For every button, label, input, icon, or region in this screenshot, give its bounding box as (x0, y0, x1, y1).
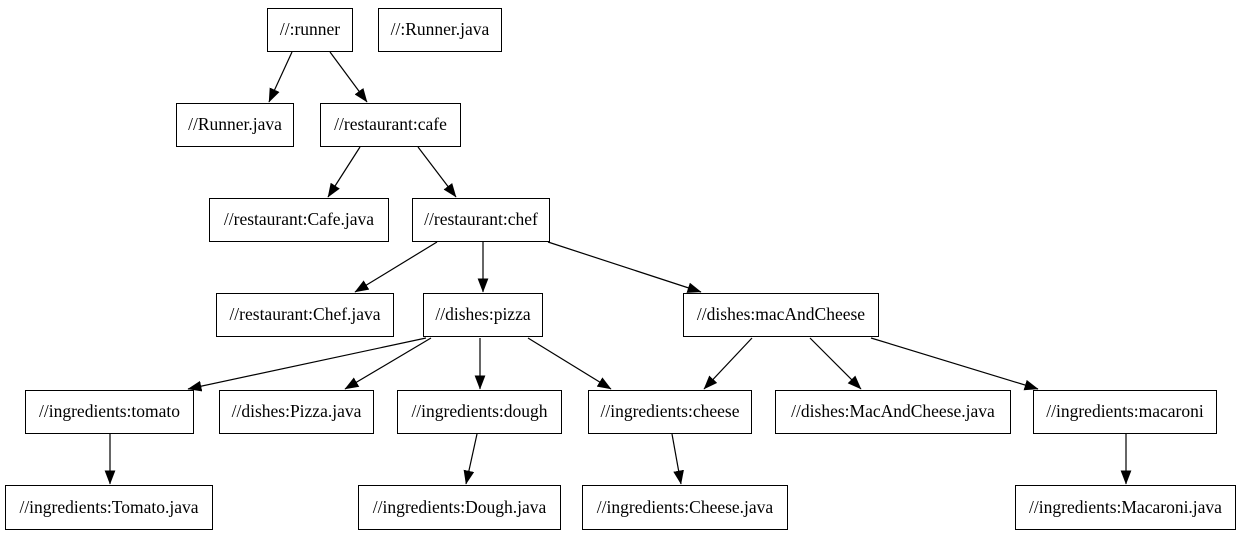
graph-node-label: //Runner.java (188, 114, 282, 135)
graph-node-chef: //restaurant:chef (412, 198, 550, 242)
edge-cafe-to-cafe_java (327, 146, 361, 198)
graph-node-label: //restaurant:chef (424, 209, 538, 230)
graph-node-label: //dishes:MacAndCheese.java (791, 401, 995, 422)
graph-node-cheese_java: //ingredients:Cheese.java (582, 485, 788, 530)
edges-group (104, 51, 1132, 485)
graph-node-label: //restaurant:cafe (334, 114, 447, 135)
graph-node-label: //ingredients:Tomato.java (19, 496, 199, 517)
graph-node-pizza: //dishes:pizza (423, 293, 543, 337)
edge-cheese-to-cheese_java (671, 433, 684, 485)
graph-node-label: //ingredients:dough (411, 401, 548, 422)
graph-node-macaroni_java: //ingredients:Macaroni.java (1015, 485, 1236, 530)
graph-node-label: //restaurant:Cafe.java (223, 209, 375, 230)
graph-node-dough_java: //ingredients:Dough.java (358, 485, 561, 530)
edge-mac-to-mac_java (809, 337, 862, 390)
graph-node-label: //ingredients:Dough.java (372, 496, 547, 517)
edge-pizza-to-pizza_java (344, 337, 432, 390)
edge-runner-to-cafe (329, 51, 368, 103)
graph-node-cheese: //ingredients:cheese (588, 390, 752, 434)
graph-node-label: //ingredients:Cheese.java (596, 496, 774, 517)
graph-node-runner_java: //Runner.java (176, 103, 294, 147)
graph-node-pizza_java: //dishes:Pizza.java (219, 390, 374, 434)
edge-runner-to-runner_java (268, 51, 293, 103)
graph-node-macaroni: //ingredients:macaroni (1033, 390, 1217, 434)
graph-node-cafe: //restaurant:cafe (320, 103, 461, 147)
graph-node-tomato: //ingredients:tomato (25, 390, 194, 434)
graph-node-label: //ingredients:tomato (39, 401, 180, 422)
graph-node-dough: //ingredients:dough (397, 390, 562, 434)
edge-mac-to-macaroni (870, 337, 1039, 391)
graph-node-tomato_java: //ingredients:Tomato.java (5, 485, 213, 530)
edge-mac-to-cheese (703, 337, 753, 390)
edge-pizza-to-cheese (527, 337, 612, 390)
edge-chef-to-mac (547, 241, 702, 293)
graph-node-label: //restaurant:Chef.java (229, 304, 381, 325)
edge-cafe-to-chef (417, 146, 457, 198)
graph-node-chef_java: //restaurant:Chef.java (216, 293, 394, 337)
graph-node-label: //dishes:Pizza.java (231, 401, 362, 422)
graph-node-label: //dishes:pizza (435, 304, 531, 325)
graph-node-label: //ingredients:cheese (600, 401, 740, 422)
graph-node-label: //dishes:macAndCheese (696, 304, 866, 325)
edge-chef-to-chef_java (354, 241, 438, 293)
graph-node-mac: //dishes:macAndCheese (683, 293, 879, 337)
graph-node-runner_src: //:Runner.java (378, 8, 502, 52)
graph-node-label: //:runner (279, 19, 341, 40)
graph-node-cafe_java: //restaurant:Cafe.java (209, 198, 389, 242)
graph-node-label: //ingredients:Macaroni.java (1029, 496, 1222, 517)
edge-pizza-to-tomato (187, 337, 427, 392)
graph-node-runner: //:runner (267, 8, 353, 52)
graph-node-label: //:Runner.java (390, 19, 490, 40)
edge-dough-to-dough_java (463, 433, 478, 485)
graph-node-mac_java: //dishes:MacAndCheese.java (775, 390, 1011, 434)
graph-node-label: //ingredients:macaroni (1046, 401, 1204, 422)
